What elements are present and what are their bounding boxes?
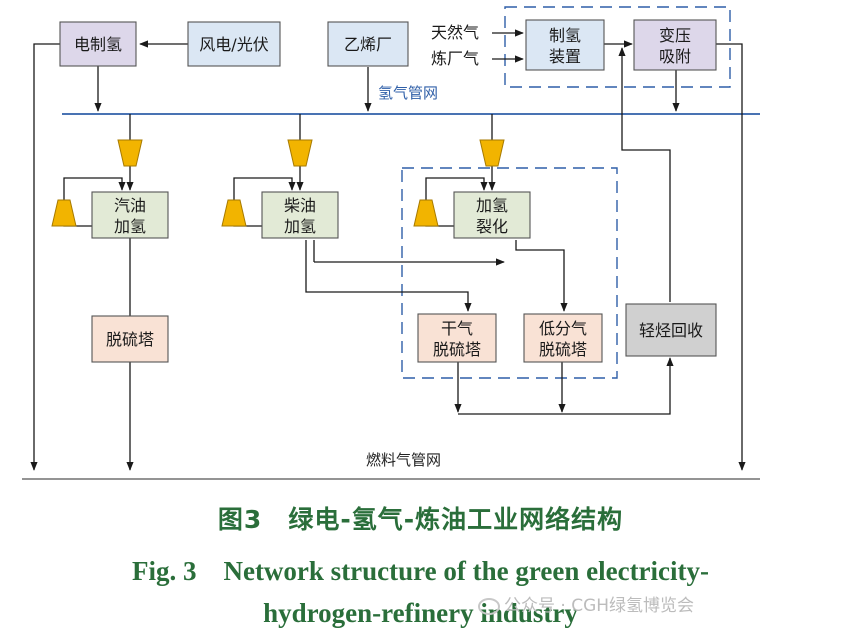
watermark-text: 公众号 · CGH绿氢博览会 — [504, 596, 695, 616]
label-diesel-1: 柴油 — [284, 196, 316, 215]
label-natural-gas: 天然气 — [431, 23, 479, 42]
compressor-3 — [479, 139, 505, 167]
compressor-1 — [117, 139, 143, 167]
watermark: 公众号 · CGH绿氢博览会 — [478, 591, 694, 616]
diesel-hydro-box — [261, 191, 339, 239]
label-gasoline-2: 加氢 — [114, 217, 146, 236]
compressors — [51, 139, 505, 227]
label-drygas-1: 干气 — [441, 319, 473, 338]
lowgas-desulf-box — [523, 313, 603, 363]
hydrocrack-box — [453, 191, 531, 239]
ethylene-box — [327, 21, 409, 67]
wind-solar-box — [187, 21, 281, 67]
recycle-compressor-2 — [221, 199, 247, 227]
label-psa-2: 吸附 — [659, 47, 691, 66]
label-psa-1: 变压 — [659, 26, 691, 45]
h2-unit-dashed-boundary — [504, 6, 731, 88]
recovery-box — [625, 303, 717, 357]
label-desulf: 脱硫塔 — [106, 330, 154, 349]
desulf-box — [91, 315, 169, 363]
label-recovery: 轻烃回收 — [639, 321, 703, 340]
h2-production-box — [525, 19, 605, 71]
recycle-compressor-3 — [413, 199, 439, 227]
label-ethylene: 乙烯厂 — [344, 35, 392, 54]
label-diesel-2: 加氢 — [284, 217, 316, 236]
label-lowgas-1: 低分气 — [539, 319, 587, 338]
label-h2-prod-2: 装置 — [549, 47, 581, 66]
label-drygas-2: 脱硫塔 — [433, 340, 481, 359]
label-h2-prod-1: 制氢 — [549, 26, 581, 45]
label-hydrocrack-2: 裂化 — [476, 217, 508, 236]
label-electrolysis: 电制氢 — [74, 35, 122, 54]
electrolysis-box — [59, 21, 137, 67]
fuel-gas-pipeline-label: 燃料气管网 — [366, 451, 441, 469]
label-gasoline-1: 汽油 — [114, 196, 146, 215]
psa-box — [633, 19, 717, 71]
caption-english-line1: Fig. 3 Network structure of the green el… — [131, 556, 710, 586]
connection-lines — [30, 29, 746, 471]
boxes — [59, 19, 717, 363]
flow-psa-to-fuel — [716, 43, 746, 471]
hydrocracking-dashed-boundary — [401, 167, 618, 379]
drygas-desulf-box — [417, 313, 497, 363]
label-wind-solar: 风电/光伏 — [199, 35, 268, 54]
flow-hydrocrack-to-lowgas — [515, 240, 568, 312]
label-refinery-gas: 炼厂气 — [431, 49, 479, 68]
h2-pipeline-label: 氢气管网 — [378, 84, 438, 102]
label-hydrocrack-1: 加氢 — [476, 196, 508, 215]
flow-merge-to-recovery — [458, 357, 674, 415]
flow-electrolysis-to-fuel — [30, 43, 60, 471]
compressor-2 — [287, 139, 313, 167]
network-diagram: 氢气管网 燃料气管网 — [22, 6, 760, 480]
caption-english-line2: hydrogen-refinery industry — [263, 598, 578, 628]
gasoline-hydro-box — [91, 191, 169, 239]
label-lowgas-2: 脱硫塔 — [539, 340, 587, 359]
flow-diesel-to-drygas — [305, 240, 472, 312]
flow-recovery-to-psa — [618, 47, 671, 302]
wechat-icon — [478, 597, 500, 615]
caption-chinese: 图3 绿电-氢气-炼油工业网络结构 — [217, 505, 624, 534]
recycle-compressor-1 — [51, 199, 77, 227]
